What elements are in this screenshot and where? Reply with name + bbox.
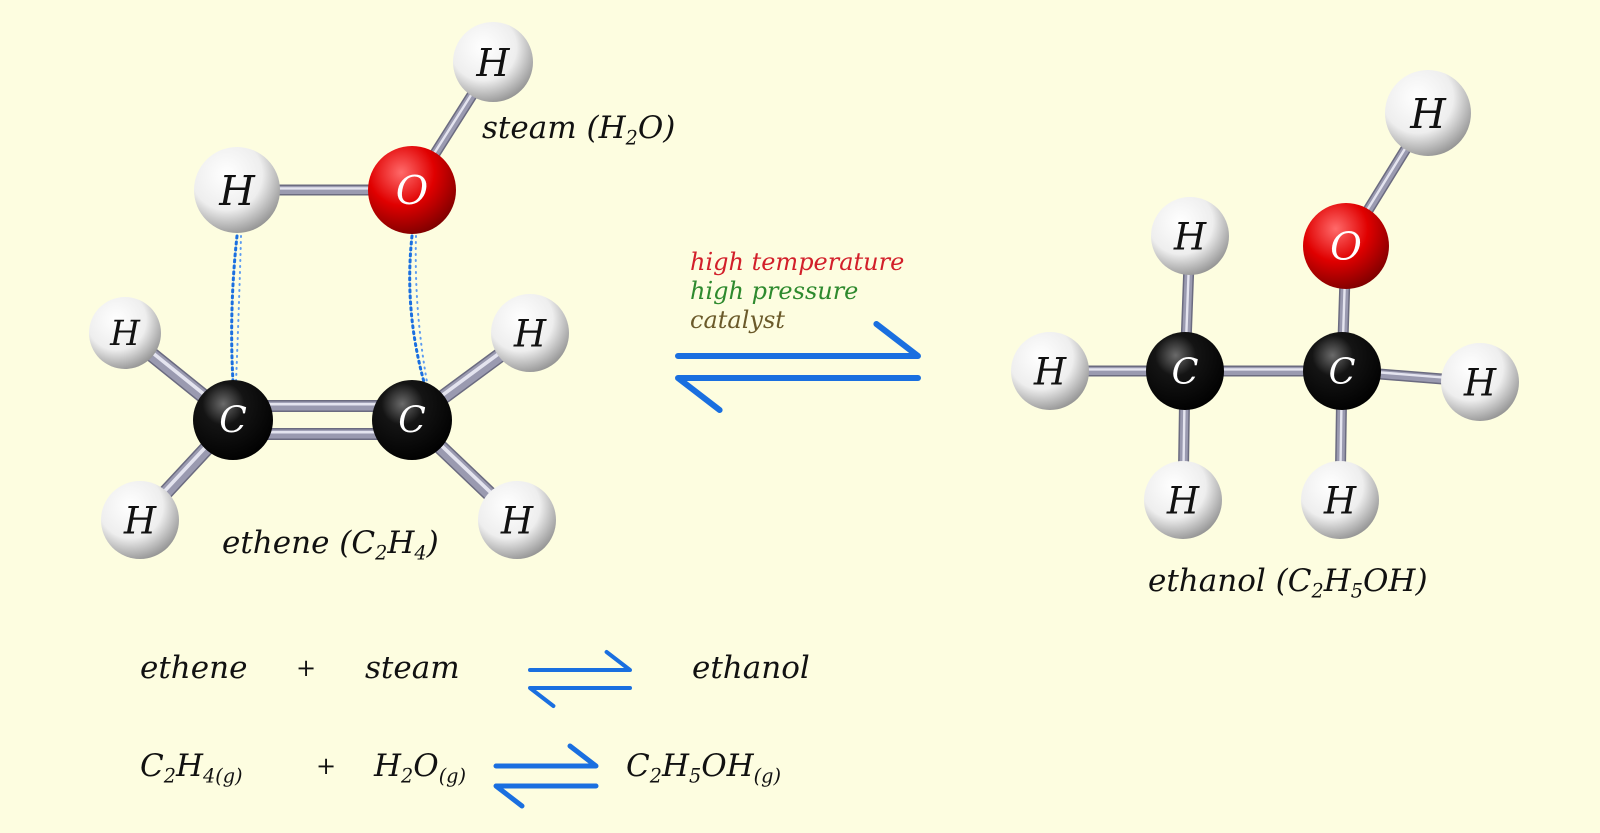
condition-temperature: high temperature: [690, 248, 905, 276]
hydrogen-sphere: [1011, 332, 1089, 410]
hydrogen-symbol: H: [1323, 480, 1357, 523]
carbon-atom: C: [372, 380, 452, 460]
forward-half-arrow: [493, 743, 599, 769]
dotted-bond-line: [408, 234, 426, 384]
carbon-sphere: [1146, 332, 1224, 410]
carbon-symbol: C: [219, 401, 247, 442]
symbol-equation-arrow: [493, 743, 599, 809]
hydrogen-symbol: H: [1173, 216, 1207, 259]
hydrogen-sphere: [453, 22, 533, 102]
new-bond-dotted-lines: [230, 234, 428, 384]
symbol-eq-reactant1: C2H4(g): [140, 748, 243, 788]
hydrogen-sphere: [1144, 461, 1222, 539]
hydrogen-atom: H: [1011, 332, 1089, 410]
hydrogen-sphere: [101, 481, 179, 559]
carbon-sphere: [372, 380, 452, 460]
oxygen-symbol: O: [396, 168, 428, 214]
hydrogen-atom: H: [194, 147, 280, 233]
carbon-atom: C: [1303, 332, 1381, 410]
hydrogen-symbol: H: [500, 500, 534, 543]
hydrogen-sphere: [1301, 461, 1379, 539]
hydrogen-sphere: [89, 297, 161, 369]
hydrogen-atom: H: [89, 297, 161, 369]
hydrogen-symbol: H: [218, 167, 256, 215]
hydrogen-symbol: H: [1463, 362, 1497, 405]
carbon-symbol: C: [1172, 352, 1199, 393]
reverse-half-arrow: [493, 783, 599, 809]
atoms: H O H C C H H H H H C C H H O H H H: [89, 22, 1519, 559]
symbol-eq-reactant2: H2O(g): [374, 748, 466, 788]
dotted-bond-line: [235, 235, 242, 383]
carbon-sphere: [193, 380, 273, 460]
dotted-bond-line: [414, 235, 428, 383]
hydrogen-sphere: [478, 481, 556, 559]
carbon-atom: C: [193, 380, 273, 460]
hydrogen-atom: H: [491, 294, 569, 372]
hydrogen-sphere: [1441, 343, 1519, 421]
carbon-sphere: [1303, 332, 1381, 410]
hydrogen-sphere: [491, 294, 569, 372]
word-eq-reactant2: steam: [365, 650, 460, 686]
steam-label: steam (H2O): [482, 110, 676, 150]
symbol-eq-product: C2H5OH(g): [626, 748, 781, 788]
hydrogen-atom: H: [1151, 197, 1229, 275]
carbon-symbol: C: [398, 401, 426, 442]
hydrogen-atom: H: [453, 22, 533, 102]
hydrogen-atom: H: [1301, 461, 1379, 539]
hydrogen-atom: H: [101, 481, 179, 559]
hydrogen-sphere: [194, 147, 280, 233]
hydrogen-symbol: H: [1409, 90, 1447, 138]
hydrogen-sphere: [1151, 197, 1229, 275]
word-equation-arrow: [528, 650, 632, 708]
hydrogen-atom: H: [1144, 461, 1222, 539]
hydrogen-atom: H: [1385, 70, 1471, 156]
hydrogen-symbol: H: [475, 41, 510, 85]
hydrogen-atom: H: [478, 481, 556, 559]
hydrogen-atom: H: [1441, 343, 1519, 421]
hydrogen-symbol: H: [1166, 480, 1200, 523]
hydrogen-symbol: H: [109, 314, 141, 354]
hydrogen-symbol: H: [1033, 351, 1067, 394]
ethene-label: ethene (C2H4): [222, 525, 439, 565]
word-eq-reactant1: ethene: [140, 650, 248, 686]
symbol-eq-plus: +: [316, 752, 337, 780]
hydrogen-symbol: H: [123, 500, 157, 543]
oxygen-symbol: O: [1330, 225, 1362, 270]
oxygen-sphere: [1303, 203, 1389, 289]
word-eq-product: ethanol: [692, 650, 810, 686]
forward-half-arrow: [675, 321, 921, 359]
dotted-bond-line: [230, 234, 239, 384]
hydrogen-symbol: H: [513, 313, 547, 356]
forward-half-arrow: [528, 650, 632, 672]
hydrogen-sphere: [1385, 70, 1471, 156]
ethanol-label: ethanol (C2H5OH): [1148, 563, 1428, 603]
reverse-half-arrow: [675, 375, 921, 413]
oxygen-atom: O: [1303, 203, 1389, 289]
equilibrium-arrows: [493, 321, 921, 809]
condition-catalyst: catalyst: [690, 306, 785, 334]
reverse-half-arrow: [528, 686, 632, 708]
main-equilibrium-arrow: [675, 321, 921, 413]
word-eq-plus: +: [296, 654, 317, 682]
oxygen-sphere: [368, 146, 456, 234]
carbon-atom: C: [1146, 332, 1224, 410]
condition-pressure: high pressure: [690, 277, 859, 305]
carbon-symbol: C: [1329, 352, 1356, 393]
oxygen-atom: O: [368, 146, 456, 234]
